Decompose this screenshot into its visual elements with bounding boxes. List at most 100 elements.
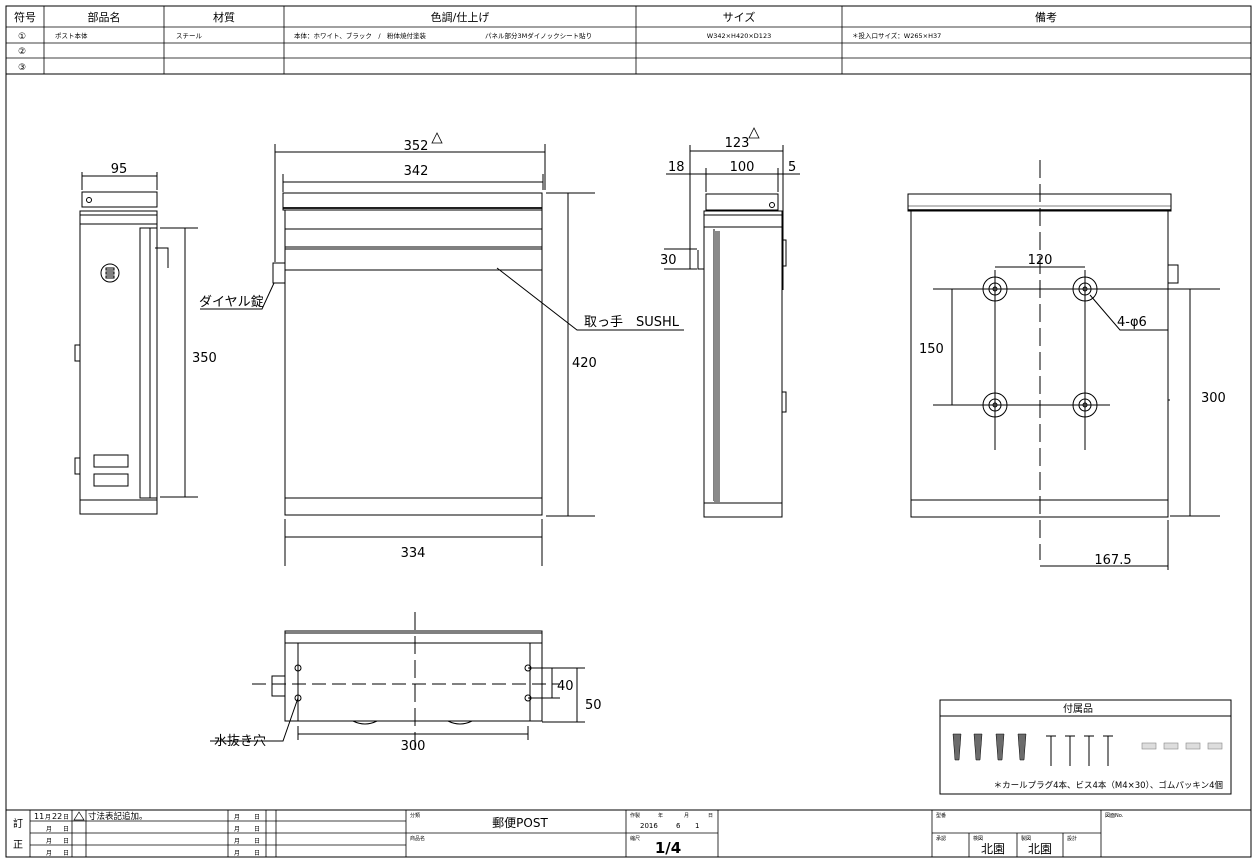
blank-month-2: 月: [46, 838, 52, 845]
dim-back-hole-pitch-y: 150: [919, 342, 944, 357]
row1-name: ポスト本体: [55, 31, 88, 40]
dim-back-hole-spec: 4-φ6: [1117, 315, 1147, 330]
back-view: [907, 160, 1220, 570]
blank-month-1: 月: [46, 826, 52, 833]
plug-icons: [952, 733, 1027, 761]
callout-dial-lock: ダイヤル錠: [199, 295, 264, 310]
product-name-label: 商品名: [410, 835, 425, 842]
blank-month-3: 月: [46, 850, 52, 857]
dim-back-height: 300: [1201, 391, 1226, 406]
blank-day-4: 日: [254, 814, 260, 821]
accessories-title: 付属品: [1063, 702, 1093, 715]
model-label: 型番: [936, 812, 946, 819]
dim-right-tab: 30: [660, 253, 677, 268]
blank-day-1: 日: [63, 826, 69, 833]
title-block: [6, 809, 1251, 857]
dim-side-height: 350: [192, 351, 217, 366]
row3-no: ③: [18, 63, 26, 73]
revision-triangle-icon: [73, 811, 85, 821]
blank-month-5: 月: [234, 826, 240, 833]
check-label: 検図: [973, 835, 983, 842]
revision-column-labels: 訂 正: [13, 817, 23, 851]
drawing-no-label: 図面No.: [1105, 813, 1124, 819]
title-block-text: 分類 郵便POST 商品名 作製 年 月 日 2016 6 1 縮尺 1/4 型…: [410, 812, 1124, 857]
header-material: 材質: [213, 10, 235, 24]
date-label: 作製: [630, 812, 640, 819]
front-view: [200, 144, 684, 566]
date-year: 2016: [640, 822, 658, 830]
revision-entry-text: 寸法表記追加。: [88, 811, 148, 822]
blank-day-3: 日: [63, 850, 69, 857]
dim-right-right: 5: [788, 160, 796, 175]
drafter-name: 北園: [1028, 842, 1052, 856]
row1-no: ①: [18, 32, 26, 42]
header-size: サイズ: [723, 10, 756, 24]
approval-label: 承認: [936, 835, 946, 842]
draw-label: 製図: [1021, 835, 1031, 842]
dim-front-outer-width: 352: [404, 139, 429, 154]
side-view: [74, 172, 198, 515]
dim-front-body-width: 342: [404, 164, 429, 179]
header-symbol: 符号: [14, 11, 36, 24]
dim-right-mid: 100: [730, 160, 755, 175]
revision-day-unit: 日: [63, 814, 69, 821]
row1-finish-a: 本体：ホワイト、ブラック / 粉体焼付塗装: [294, 31, 427, 40]
scale-label: 縮尺: [630, 835, 640, 842]
class-label: 分類: [410, 812, 420, 819]
dim-front-height: 420: [572, 356, 597, 371]
dim-bottom-50: 50: [585, 698, 602, 713]
revision-day-value: 22: [52, 812, 62, 821]
dim-right-depth: 123: [725, 136, 750, 151]
row1-finish-b: パネル部分3Mダイノックシート貼り: [485, 31, 592, 40]
design-label: 設計: [1067, 835, 1077, 842]
revision-triangle-352: [431, 132, 443, 144]
row1-material: スチール: [176, 32, 203, 40]
revision-blank-units: 月 日 月 日 月 日 月 日 月 日 月 日 月 日: [46, 814, 260, 857]
blank-month-7: 月: [234, 850, 240, 857]
right-panel-strip: [714, 231, 720, 502]
row1-size: W342×H420×D123: [707, 32, 771, 40]
checker-name: 北園: [981, 842, 1005, 856]
dim-right-left: 18: [668, 160, 685, 175]
callout-handle: 取っ手 SUSHL: [584, 315, 680, 330]
dim-back-hole-pitch-x: 120: [1028, 253, 1053, 268]
sheet-frame: [5, 5, 1252, 858]
parts-table-row-1: ① ポスト本体 スチール 本体：ホワイト、ブラック / 粉体焼付塗装 パネル部分…: [18, 31, 941, 42]
bottom-view: [210, 612, 585, 750]
accessories-box: [939, 699, 1232, 795]
revision-triangle-123: [748, 127, 760, 139]
year-unit: 年: [658, 812, 663, 819]
accessories-note: ＊カールプラグ4本、ビス4本（M4×30）、ゴムパッキン4個: [994, 780, 1223, 791]
date-month: 6: [676, 822, 681, 830]
parts-table: [6, 6, 1251, 75]
month-unit: 月: [684, 813, 689, 819]
revision-label-1: 訂: [13, 817, 23, 830]
blank-day-5: 日: [254, 826, 260, 833]
dim-side-width: 95: [111, 162, 128, 177]
blank-month-6: 月: [234, 838, 240, 845]
revision-label-2: 正: [13, 840, 23, 851]
scale-value: 1/4: [655, 839, 681, 857]
blank-day-7: 日: [254, 850, 260, 857]
dim-front-bottom-width: 334: [401, 546, 426, 561]
screw-icons: [1046, 735, 1113, 766]
day-unit: 日: [708, 813, 713, 819]
right-side-view: [664, 145, 800, 518]
row2-no: ②: [18, 47, 26, 57]
revision-entry: 11 月 22 日 寸法表記追加。: [34, 811, 148, 822]
revision-month-unit: 月: [45, 814, 51, 821]
dim-bottom-width: 300: [401, 739, 426, 754]
header-finish: 色調/仕上げ: [431, 10, 490, 24]
blank-month-4: 月: [234, 814, 240, 821]
header-note: 備考: [1035, 11, 1057, 24]
packing-icons: [1141, 742, 1223, 750]
blank-day-6: 日: [254, 838, 260, 845]
dim-back-offset: 167.5: [1094, 553, 1131, 568]
dim-bottom-40: 40: [557, 679, 574, 694]
parts-table-headers: 符号 部品名 材質 色調/仕上げ サイズ 備考: [14, 10, 1057, 24]
product-class: 郵便POST: [492, 816, 548, 830]
row1-note: ＊投入口サイズ：W265×H37: [852, 31, 941, 40]
blank-day-2: 日: [63, 838, 69, 845]
